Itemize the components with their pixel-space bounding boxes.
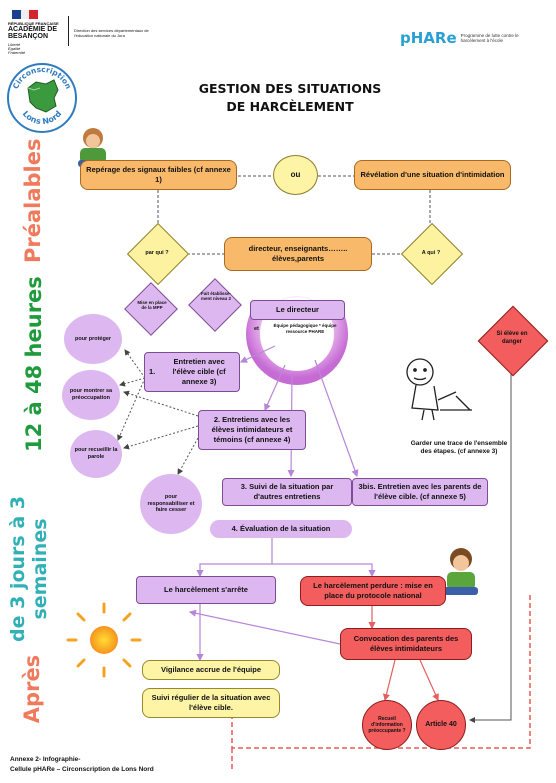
direction-text: Direction des services départementaux de… [74, 28, 149, 38]
reperage-box: Repérage des signaux faibles (cf annexe … [80, 160, 237, 190]
pour-responsab-circle: pour responsabiliser et faire cesser [140, 474, 202, 534]
garder-trace-note: Garder une trace de l'ensemble des étape… [410, 439, 508, 455]
phare-logo: pHARe Programme de lutte contre le harcè… [400, 29, 527, 47]
suivi-3-box: 3. Suivi de la situation par d'autres en… [222, 478, 352, 506]
arrete-box: Le harcèlement s'arrête [136, 576, 276, 604]
writing-person-icon [406, 358, 472, 421]
page-title: GESTION DES SITUATIONS DE HARCÈLEMENT [170, 80, 410, 116]
a-qui-label: A qui ? [421, 250, 441, 256]
si-eleve-label: Si élève en danger [496, 331, 528, 346]
suivi-regulier-box: Suivi régulier de la situation avec l'él… [142, 688, 280, 718]
sun-icon [66, 602, 142, 678]
le-directeur-box: Le directeur [250, 300, 345, 320]
footer-line-2: Cellule pHARe – Circonscription de Lons … [10, 766, 154, 774]
phare-logo-text: pHARe [400, 29, 457, 47]
flag-icon [12, 10, 39, 19]
academie-text: ACADÉMIE DE BESANÇON [8, 26, 58, 41]
title-line-1: GESTION DES SITUATIONS [198, 81, 382, 96]
circonscription-logo: Circonscription Lons Nord [6, 62, 78, 134]
revelation-box: Révélation d'une situation d'intimidatio… [354, 160, 511, 190]
perdure-box: Le harcèlement perdure : mise en place d… [300, 576, 446, 606]
header-divider [68, 16, 69, 46]
ou-node: ou [273, 155, 318, 195]
republique-logo: RÉPUBLIQUE FRANÇAISE ACADÉMIE DE BESANÇO… [8, 10, 68, 56]
sad-child-icon-2 [444, 548, 478, 595]
par-qui-label: par qui ? [145, 250, 169, 256]
evaluation-box: 4. Évaluation de la situation [210, 520, 352, 538]
mise-place-label: Mise en place de la MPP [137, 300, 167, 310]
pour-proteger-circle: pour protéger [64, 314, 122, 364]
recueil-circle: Recueil d'information préoccupante ? [362, 700, 412, 750]
fait-etabl-label: Fait établisse-ment niveau 2 [200, 291, 231, 301]
convocation-box: Convocation des parents des élèves intim… [340, 628, 472, 660]
footer: Annexe 2- Infographie- Cellule pHARe – C… [10, 755, 154, 775]
entretien-1-text: Entretien avec l'élève cible (cf annexe … [172, 357, 226, 386]
equipe-label: Équipe pédagogique * équipe ressource PH… [273, 323, 337, 334]
article40-circle: Article 40 [416, 700, 466, 750]
et-label: et [254, 326, 259, 332]
entretien-1-number: 1. [149, 367, 156, 377]
pour-montrer-circle: pour montrer sa préoccupation [62, 370, 120, 420]
suivi-3bis-box: 3bis. Entretien avec les parents de l'él… [352, 478, 488, 506]
entretien-2-box: 2. Entretiens avec les élèves intimidate… [198, 410, 306, 450]
devise-3: Fraternité [8, 50, 26, 56]
vigilance-box: Vigilance accrue de l'équipe [142, 660, 280, 680]
pour-recueillir-circle: pour recueillir la parole [70, 430, 122, 478]
phare-subtitle: Programme de lutte contre le harcèlement… [460, 32, 519, 43]
republique-text: RÉPUBLIQUE FRANÇAISE [8, 21, 59, 26]
entretien-1-box: 1. Entretien avec l'élève cible (cf anne… [144, 352, 240, 392]
directeur-enseignants-box: directeur, enseignants…….. élèves,parent… [224, 237, 372, 271]
devise-1: Liberté [8, 41, 21, 47]
title-line-2: DE HARCÈLEMENT [226, 99, 354, 115]
devise-2: Égalité [8, 46, 21, 52]
footer-line-1: Annexe 2- Infographie- [10, 756, 81, 763]
